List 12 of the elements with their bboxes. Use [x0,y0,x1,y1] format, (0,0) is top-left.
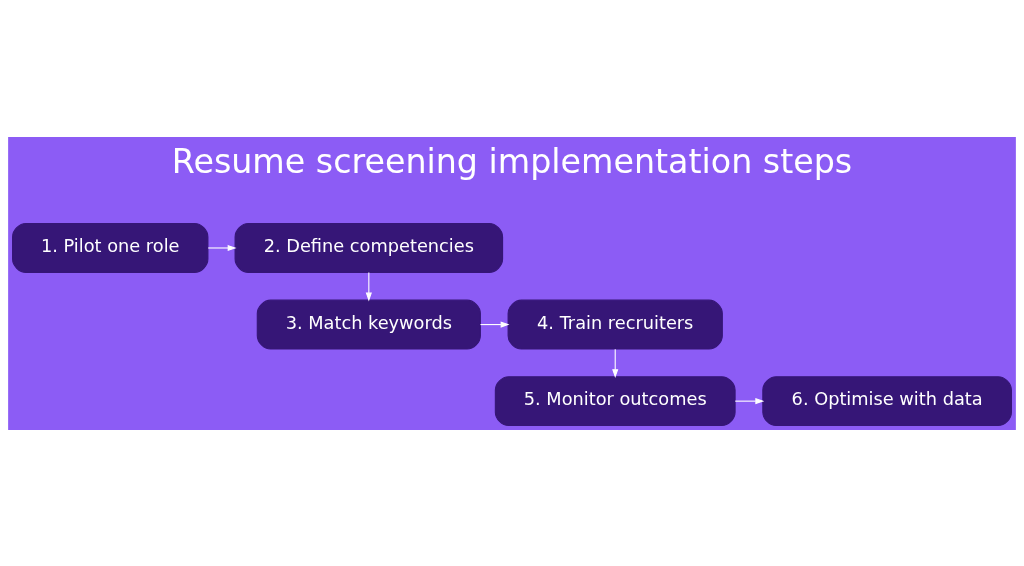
arrow [734,397,765,404]
arrow [612,348,619,378]
node-box: 1. Pilot one role [12,222,209,273]
node-box: 3. Match keywords [256,299,481,350]
node-box: 4. Train recruiters [507,299,723,350]
node-box: 6. Optimise with data [762,375,1012,426]
diagram-title: Resume screening implementation steps [171,141,853,181]
arrow [365,271,372,301]
arrow [207,244,237,251]
arrow [479,320,510,328]
node-box: 5. Monitor outcomes [494,375,736,426]
node-box: 2. Define competencies [234,222,504,273]
